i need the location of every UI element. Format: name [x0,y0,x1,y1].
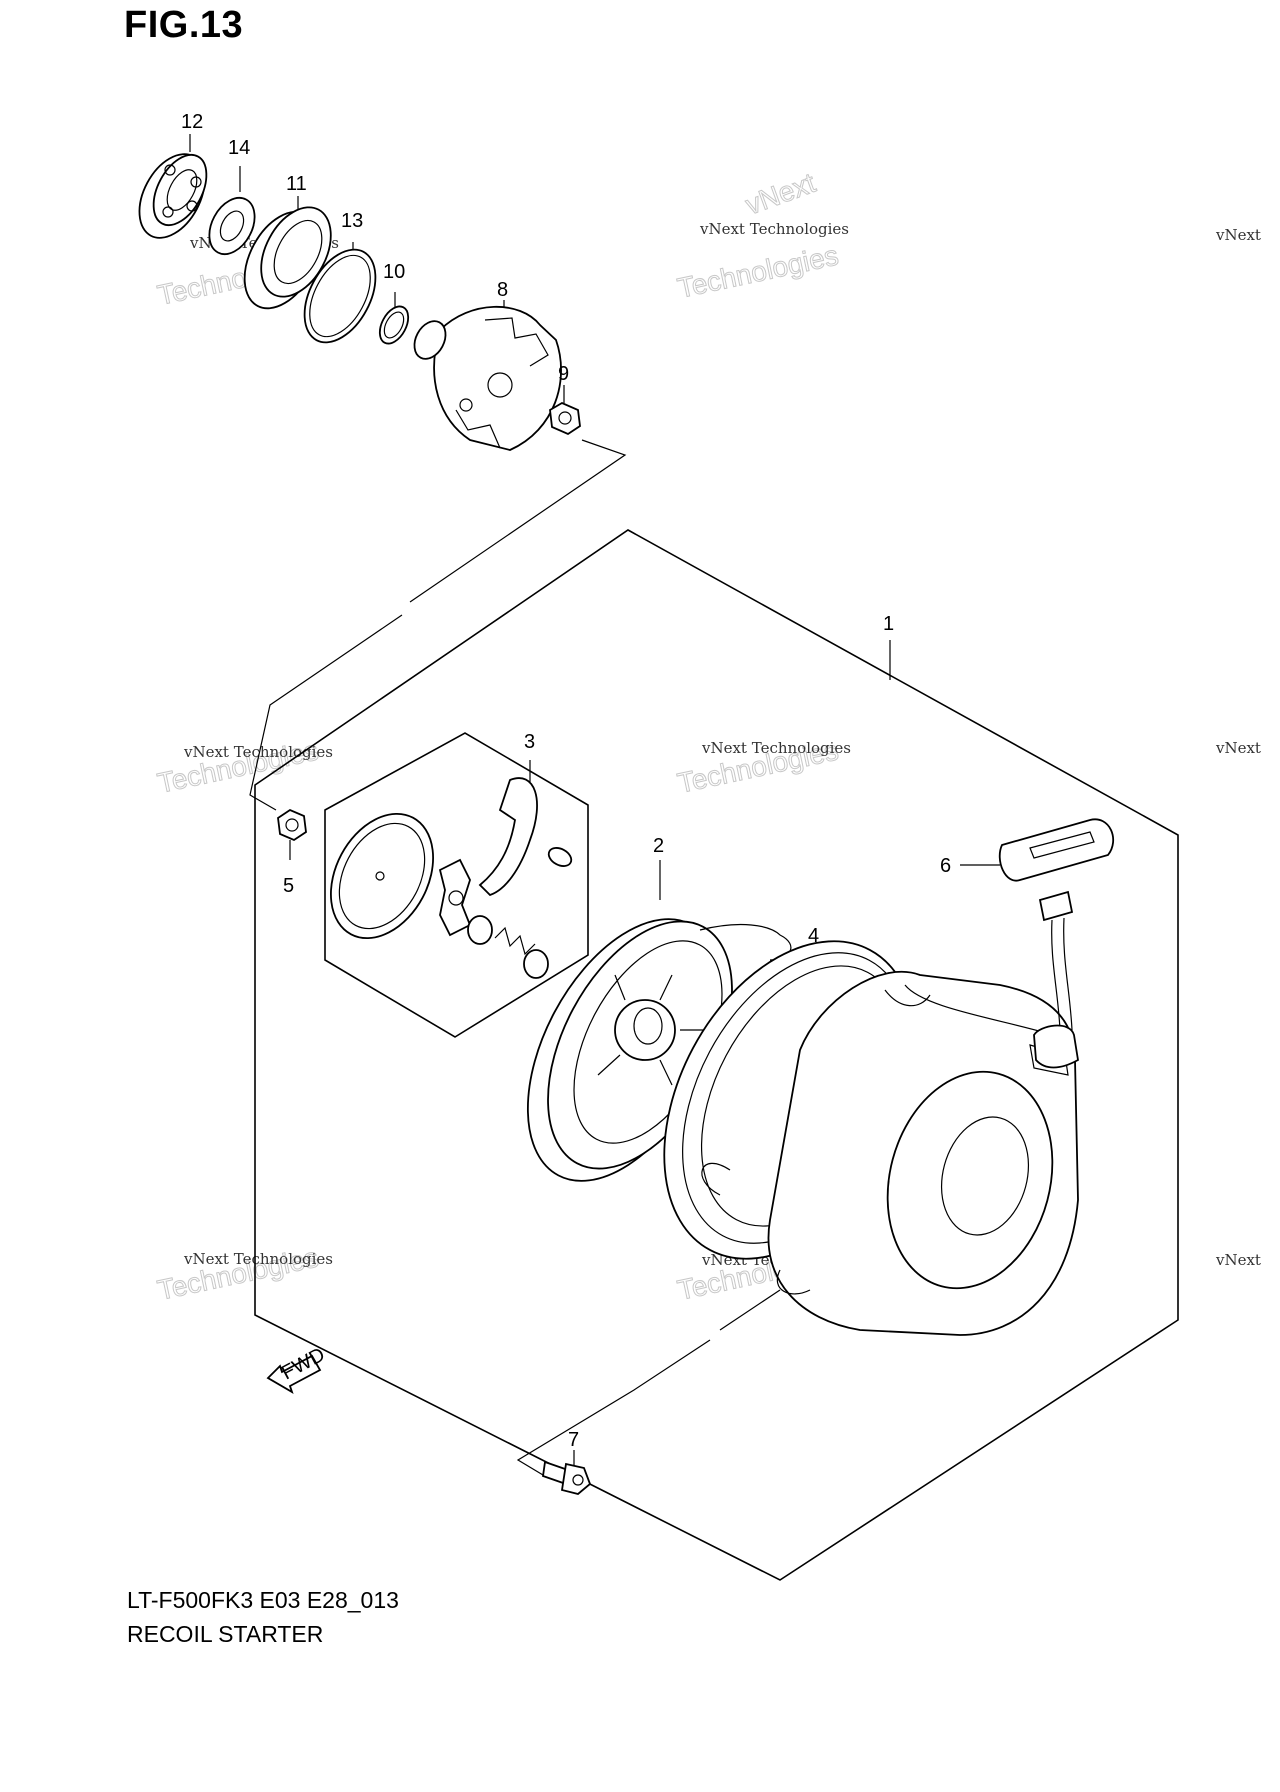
o-ring-part-13 [303,248,377,344]
callout-3: 3 [524,731,535,753]
callout-1: 1 [883,613,894,635]
svg-text:vNext: vNext [1215,1251,1261,1269]
small-o-ring-part-10 [378,305,410,345]
figure-title: FIG.13 [124,4,244,46]
callout-9: 9 [558,363,569,385]
callout-5: 5 [283,875,294,897]
svg-text:vNext: vNext [741,167,819,221]
handle-part-6 [998,818,1115,1069]
watermark-right-edge: vNext vNext vNext [1215,226,1261,1269]
bearing-part-12 [138,153,208,239]
oil-seal-part-11 [243,206,332,310]
callout-14: 14 [228,137,250,159]
subassembly-outline [324,732,589,1038]
callout-8: 8 [497,279,508,301]
figure-caption-name: RECOIL STARTER [127,1621,324,1647]
watermark-mid-left: Technologies vNext Technologies [154,734,333,799]
callout-13: 13 [341,210,363,232]
callout-7: 7 [568,1429,579,1451]
figure-caption-code: LT-F500FK3 E03 E28_013 [127,1587,399,1613]
starter-drive-part-8 [413,305,562,451]
leader-line-top-lower [249,614,403,811]
washer-part-14 [208,196,256,256]
watermark-top-center: Technologies vNext Technologies vNext [674,166,849,304]
leader-line-top [409,439,627,603]
callout-4: 4 [808,925,819,947]
nut-part-5 [277,808,307,842]
bolt-part-7 [542,1460,592,1495]
nut-part-9 [549,401,581,436]
svg-text:vNext Technologies: vNext Technologies [183,1250,333,1268]
callout-11: 11 [286,173,307,195]
leader-line-bottom [516,1289,781,1479]
case-part-1 [767,970,1079,1336]
svg-text:Technologies: Technologies [675,240,841,304]
assembly-outline [254,529,1179,1581]
watermark-mid-center: Technologies vNext Technologies [674,734,851,799]
ratchet-assembly-part-3 [330,777,573,979]
callout-12: 12 [181,111,203,133]
callout-2: 2 [653,835,664,857]
svg-text:vNext Technologies: vNext Technologies [701,739,851,757]
callout-6: 6 [940,855,951,877]
svg-text:vNext: vNext [1215,226,1261,244]
callout-numbers: 1 2 3 4 5 6 7 8 9 10 11 12 13 14 [181,111,951,1451]
fwd-arrow-icon: FWD [266,1344,329,1394]
svg-text:vNext Technologies: vNext Technologies [699,220,849,238]
svg-text:vNext: vNext [1215,739,1261,757]
watermark-bottom-left: Technologies vNext Technologies [154,1241,333,1306]
callout-10: 10 [383,261,405,283]
